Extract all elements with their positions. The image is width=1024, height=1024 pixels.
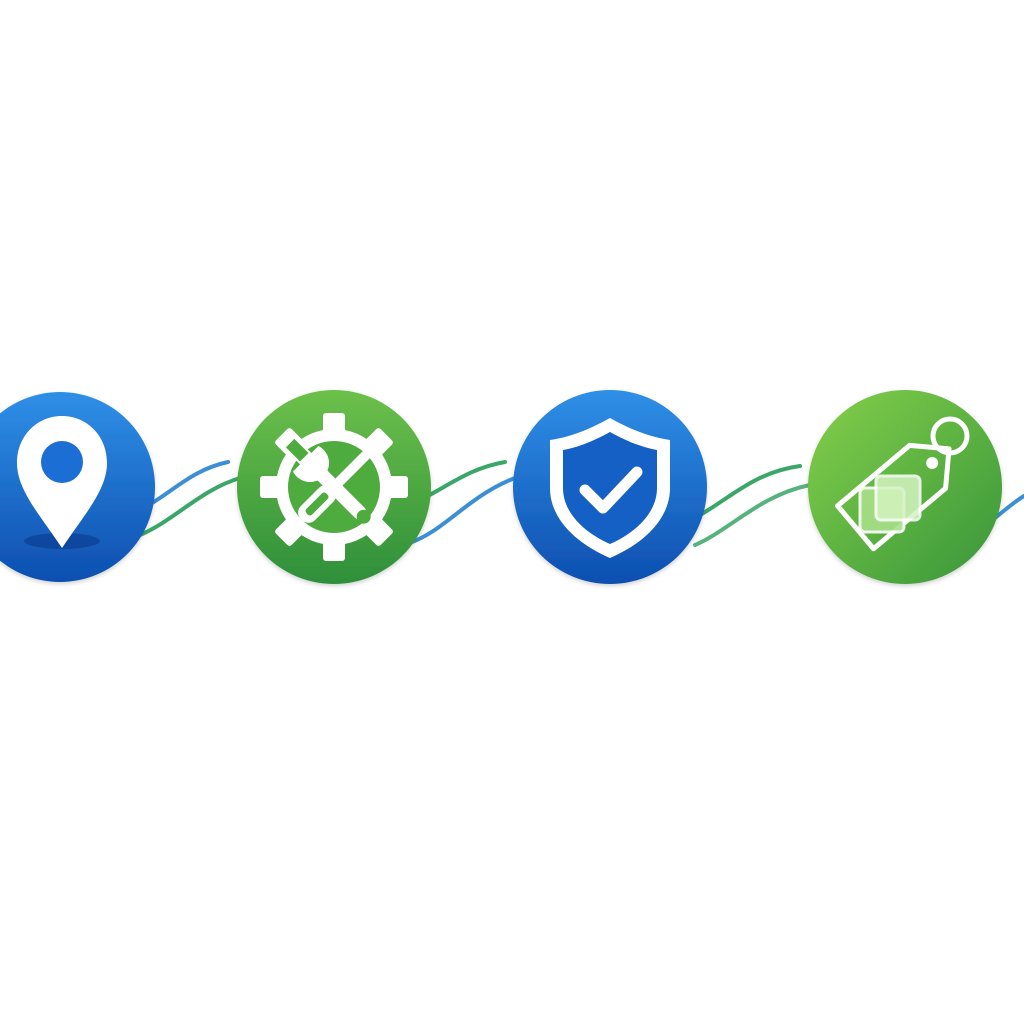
node-tag xyxy=(808,390,1002,584)
node-location xyxy=(0,392,155,582)
node-security xyxy=(513,390,707,584)
location-pin-icon xyxy=(17,416,107,549)
node-tools xyxy=(237,390,431,584)
shield-check-icon xyxy=(550,418,670,558)
gear-tools-icon xyxy=(260,413,408,561)
connector-location-tools xyxy=(138,460,242,537)
connector-security-tag xyxy=(693,464,812,547)
price-tag-icon xyxy=(835,416,970,552)
